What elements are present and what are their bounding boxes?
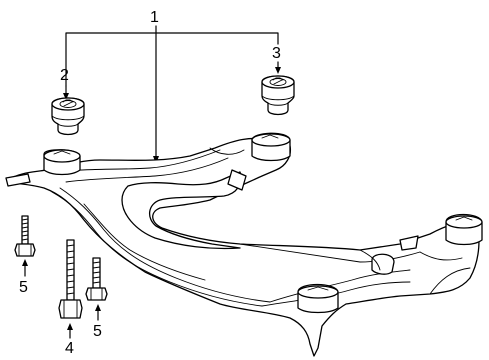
bushing-part-2: [51, 97, 85, 136]
bolt-part-4: [58, 239, 83, 319]
bolt-part-5-right: [85, 257, 108, 301]
callout-5-right: 5: [93, 323, 102, 340]
callout-5-left: 5: [19, 279, 28, 296]
callout-1: 1: [150, 9, 159, 26]
callout-2: 2: [60, 67, 69, 84]
callout-3: 3: [272, 45, 281, 62]
leader-lines: [22, 25, 281, 339]
bolt-part-5-left: [14, 215, 36, 257]
callout-4: 4: [65, 340, 74, 357]
crossmember-part-1: [5, 132, 483, 357]
bushing-part-3: [261, 75, 295, 116]
